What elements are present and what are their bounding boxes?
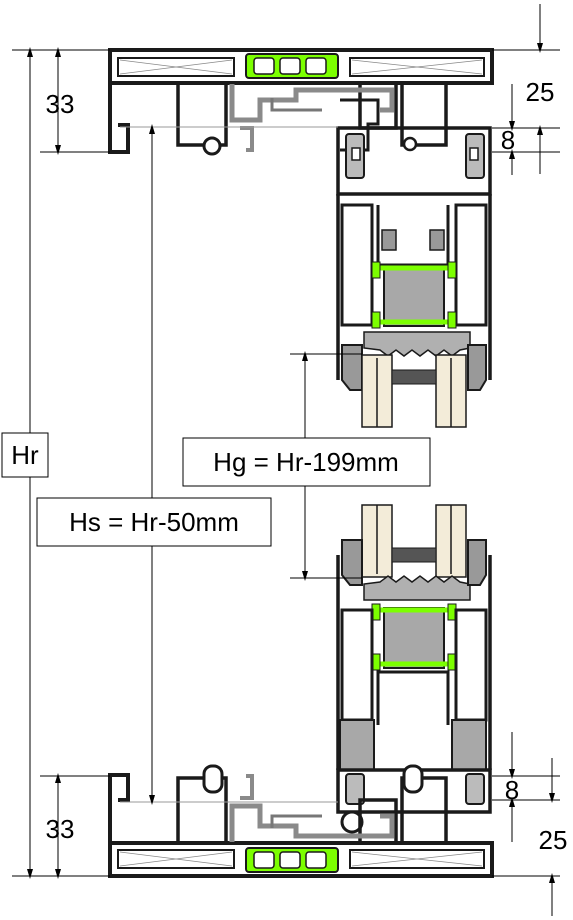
overall-height-label: Hr [11,440,39,470]
bottom-frame-dimension: 33 [46,814,75,844]
hs-label-box [36,497,272,547]
bottom-frame-profile [108,764,494,878]
bottom-overlap-dimension: 8 [505,775,519,805]
hg-label-box [182,437,431,487]
top-offset-dimension: 25 [526,77,555,107]
dimension-lines [12,4,560,916]
bottom-offset-dimension: 25 [539,825,568,855]
glass-height-label: Hg = Hr-199mm [213,447,399,477]
top-frame-profile [108,48,494,156]
dimension-labels: Hr Hg = Hr-199mm Hs = Hr-50mm 33 33 25 8… [1,77,568,855]
sash-height-label: Hs = Hr-50mm [69,507,239,537]
sash-profile [336,126,492,834]
hr-label-box [1,432,49,478]
top-frame-dimension: 33 [46,89,75,119]
top-overlap-dimension: 8 [501,125,515,155]
